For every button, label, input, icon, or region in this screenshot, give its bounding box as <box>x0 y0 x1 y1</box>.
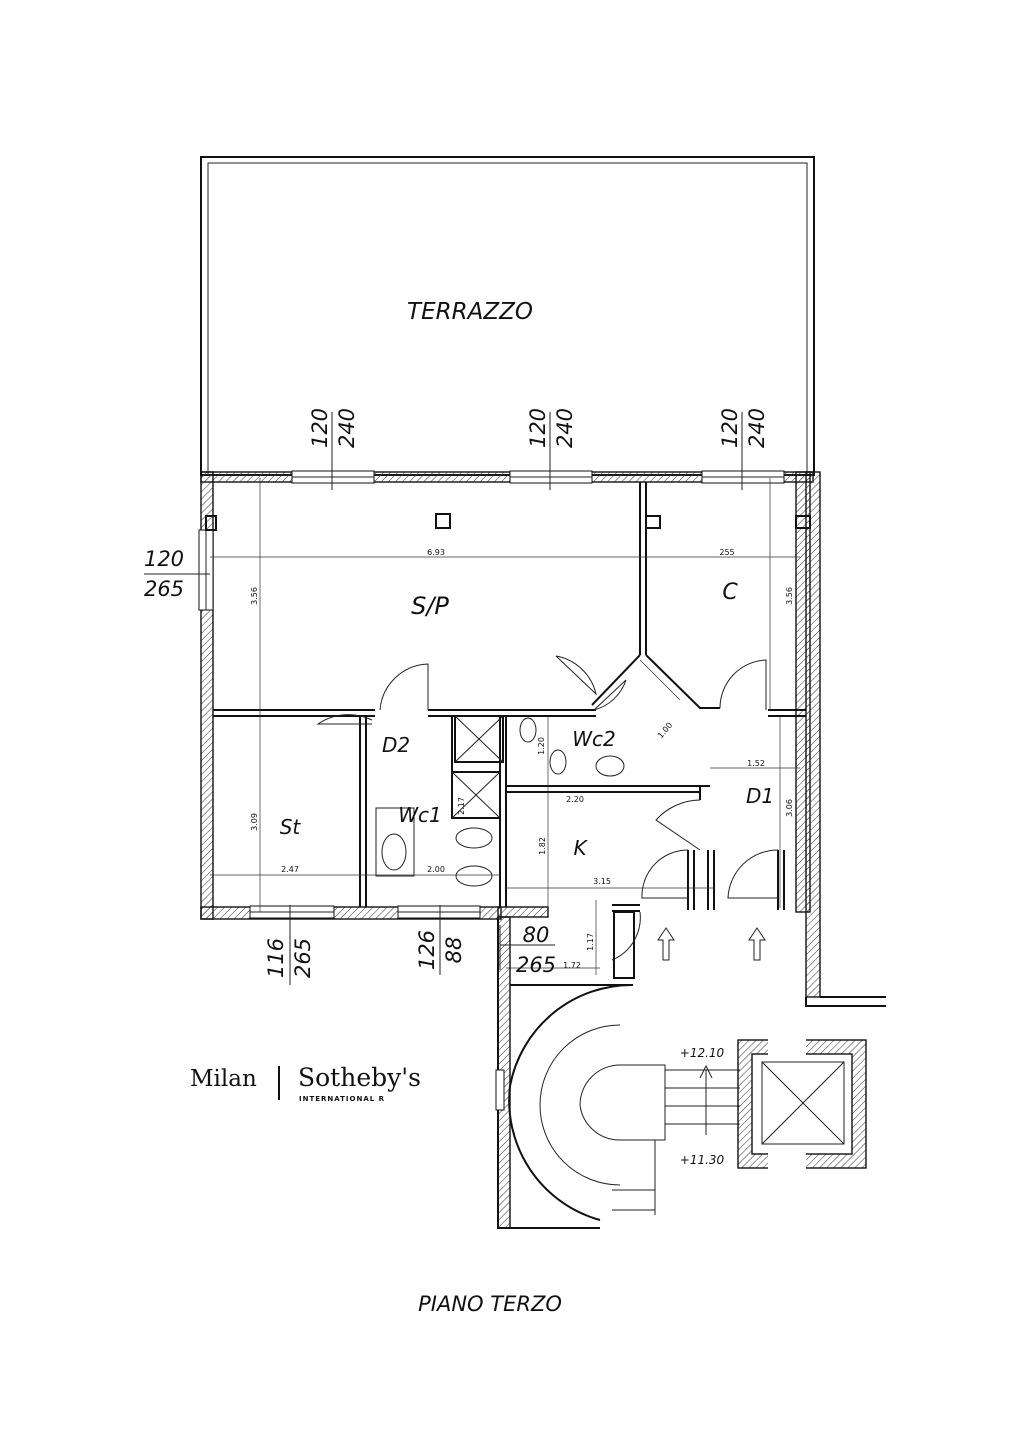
level-upper: +12.10 <box>680 1046 725 1060</box>
dim-hall-diag: 1.00 <box>656 721 674 740</box>
window-south-2-bottom: 88 <box>442 937 466 964</box>
window-north-1-top: 120 <box>308 408 332 448</box>
window-west-bottom: 265 <box>144 577 184 601</box>
room-label-terrace: TERRAZZO <box>407 299 533 325</box>
window-callout-north-2: 120 240 <box>526 408 577 490</box>
dim-hall-width: 3.15 <box>593 877 611 886</box>
logo-brand: Sotheby's <box>298 1063 421 1092</box>
dim-living-depth: 3.56 <box>250 587 259 605</box>
window-south-1-bottom: 265 <box>291 938 315 978</box>
window-callout-north-3: 120 240 <box>718 408 769 490</box>
floor-title: PIANO TERZO <box>418 1292 562 1316</box>
window-north-2-top: 120 <box>526 408 550 448</box>
elevator <box>737 1038 867 1170</box>
room-label-closet: C <box>722 580 738 605</box>
dim-stair-width: 1.72 <box>563 961 581 970</box>
room-label-bath1: Wc1 <box>398 803 442 827</box>
fixtures <box>375 715 625 887</box>
dim-study-depth: 3.09 <box>250 813 259 831</box>
dim-wc2-depth: 1.20 <box>537 737 546 755</box>
window-callout-south-2: 126 88 <box>415 905 466 975</box>
room-label-bath2: Wc2 <box>572 727 616 751</box>
window-north-3-bottom: 240 <box>745 408 769 448</box>
logo-divider <box>278 1066 280 1100</box>
staircase <box>495 916 740 1229</box>
level-lower: +11.30 <box>680 1153 725 1167</box>
dimension-lines <box>210 478 800 975</box>
room-label-study: St <box>280 815 302 839</box>
window-callout-south-1: 116 265 <box>264 905 315 985</box>
north-windows <box>198 470 785 919</box>
window-south-3-bottom: 265 <box>516 953 556 977</box>
dim-study-width: 2.47 <box>281 865 299 874</box>
logo-city: Milan <box>190 1066 257 1092</box>
dim-d1-depth: 3.06 <box>785 799 794 817</box>
dim-wc1-width: 2.00 <box>427 865 445 874</box>
doors <box>316 655 779 961</box>
dim-k-depth: 1.82 <box>538 837 547 855</box>
dim-k-width: 2.20 <box>566 795 584 804</box>
dim-stair-depth: 1.17 <box>586 933 595 951</box>
room-label-bedroom2: D2 <box>382 733 410 757</box>
room-label-kitchen: K <box>573 836 588 860</box>
window-callout-north-1: 120 240 <box>308 408 359 490</box>
room-label-living: S/P <box>411 592 449 620</box>
window-north-3-top: 120 <box>718 408 742 448</box>
dim-d1-width: 1.52 <box>747 759 765 768</box>
entry-arrows <box>657 927 766 961</box>
window-callout-west: 120 265 <box>144 547 210 601</box>
room-label-bedroom1: D1 <box>746 784 774 808</box>
window-south-3-top: 80 <box>523 923 550 947</box>
window-callout-south-3: 80 265 <box>499 923 556 977</box>
window-south-1-top: 116 <box>264 938 288 978</box>
window-west-top: 120 <box>144 547 184 571</box>
dim-closet-depth: 3.56 <box>785 587 794 605</box>
logo-sub: INTERNATIONAL R <box>299 1095 386 1103</box>
dim-closet-width: 255 <box>719 548 734 557</box>
dim-wc1-depth: 2.17 <box>457 797 466 815</box>
window-south-2-top: 126 <box>415 930 439 970</box>
dim-living-width: 6.93 <box>427 548 445 557</box>
window-north-1-bottom: 240 <box>335 408 359 448</box>
window-north-2-bottom: 240 <box>553 408 577 448</box>
